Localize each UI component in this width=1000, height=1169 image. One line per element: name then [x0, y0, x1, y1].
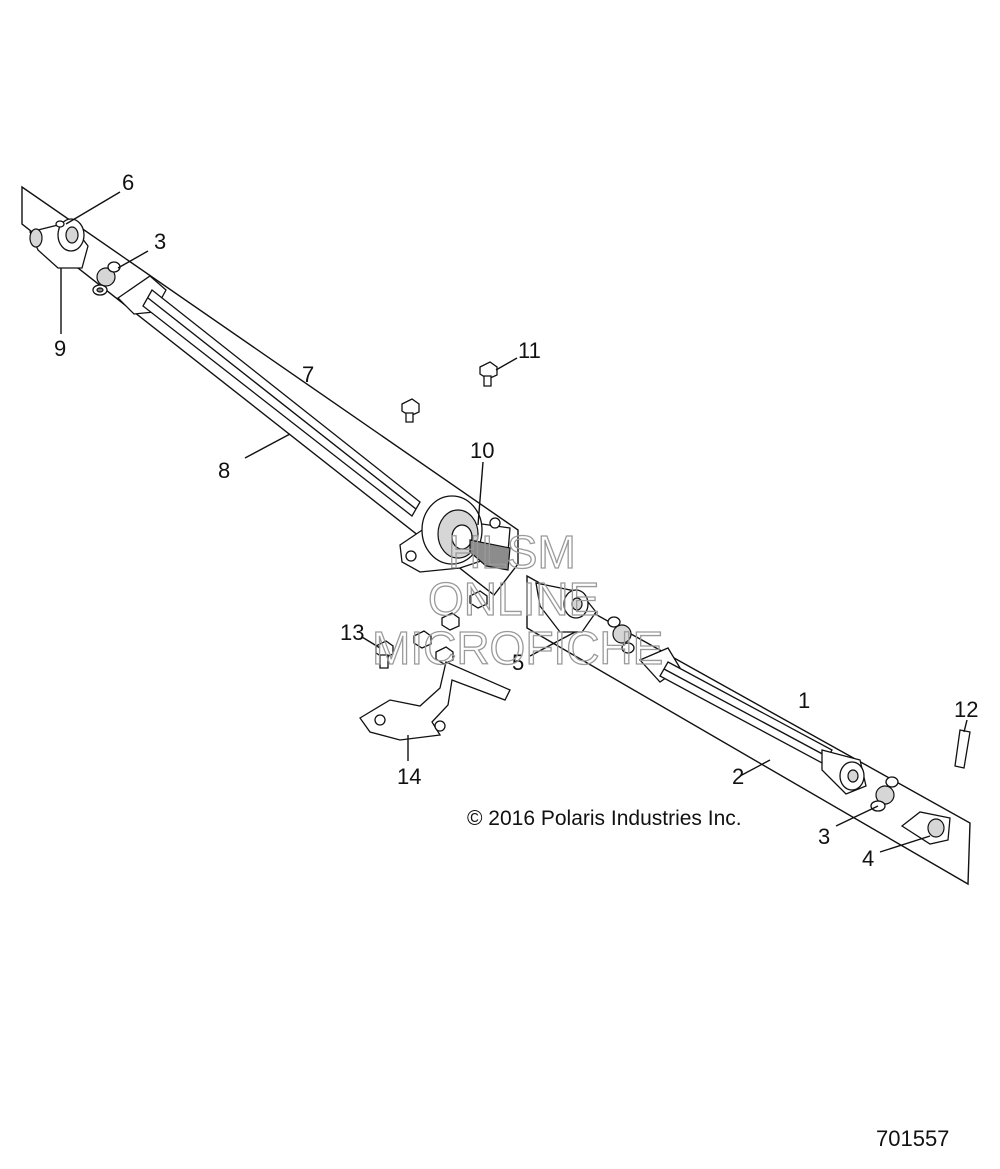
u-joint-cross-right: [870, 776, 899, 812]
callout-labels: 6 3 9 7 8 11 10 13 14 5 1 12 2 3 4: [54, 170, 978, 871]
center-bearing-part: [399, 495, 511, 573]
u-joint-cross-center: [607, 616, 635, 654]
callout-9: 9: [54, 336, 66, 361]
slip-yoke-part: [29, 218, 89, 269]
callout-3-right: 3: [818, 824, 830, 849]
rear-shaft-assembly-outline: [21, 185, 519, 596]
watermark-line-1: HLSM: [448, 526, 576, 578]
watermark: HLSM ONLINE MICROFICHE: [371, 525, 664, 674]
u-joint-cross-left: [92, 261, 121, 296]
watermark-line-3: MICROFICHE: [372, 622, 663, 674]
callout-11: 11: [518, 338, 541, 363]
callout-10: 10: [470, 438, 494, 463]
mounting-bracket-part: [359, 661, 511, 741]
watermark-line-2: ONLINE: [428, 573, 599, 625]
bolt-set-part: [375, 590, 488, 669]
callout-5: 5: [512, 650, 524, 675]
front-propshaft-tube: [638, 647, 867, 795]
callout-4: 4: [862, 846, 874, 871]
callout-1: 1: [798, 688, 810, 713]
front-shaft-assembly-outline: [526, 574, 971, 886]
roll-pin-part: [954, 729, 971, 769]
callout-2: 2: [732, 764, 744, 789]
end-yoke-part: [900, 811, 951, 845]
hex-bolt-part-upper: [401, 398, 420, 423]
callout-7: 7: [302, 362, 314, 387]
callout-3-left: 3: [154, 229, 166, 254]
rear-propshaft-tube: [116, 275, 421, 517]
front-yoke-part: [535, 582, 597, 633]
hex-bolt-part: [479, 361, 498, 387]
callout-8: 8: [218, 458, 230, 483]
callout-14: 14: [397, 764, 421, 789]
callout-12: 12: [954, 697, 978, 722]
callout-13: 13: [340, 620, 364, 645]
figure-number: 701557: [876, 1126, 949, 1151]
grease-fitting-part: [55, 220, 65, 228]
copyright-notice: © 2016 Polaris Industries Inc.: [467, 807, 742, 830]
callout-6: 6: [122, 170, 134, 195]
leader-lines: [60, 191, 968, 853]
